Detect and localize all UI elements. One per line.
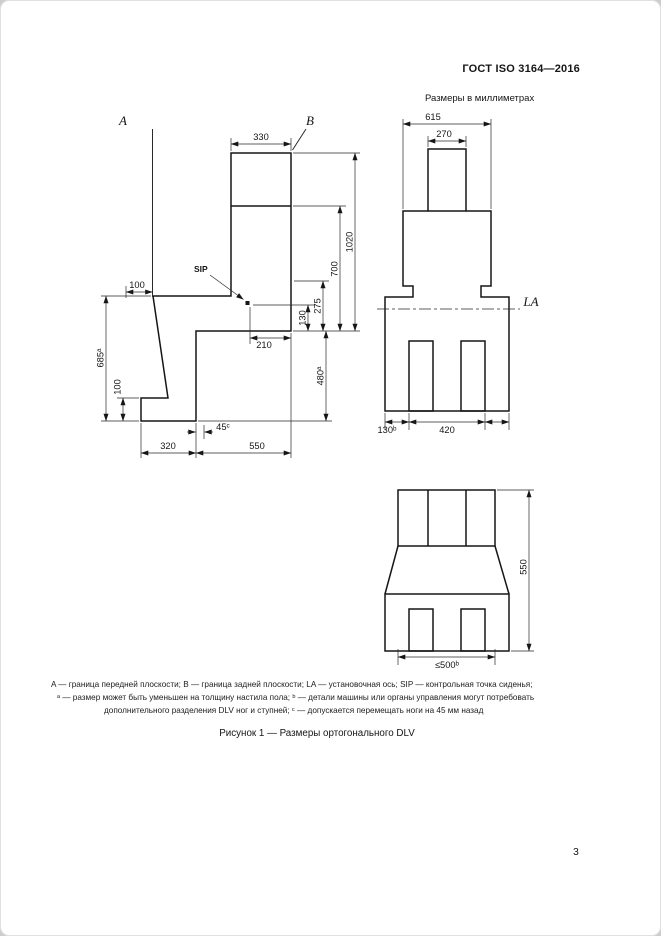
- la-axis-label: LA: [522, 294, 538, 309]
- side-view-outline: [140, 152, 292, 422]
- dim-back-height: 700: [330, 261, 340, 277]
- dim-head-width: 270: [436, 129, 452, 139]
- footnote-line-2: ᵃ — размер может быть уменьшен на толщин…: [57, 693, 535, 702]
- rear-plane-leader: [292, 128, 307, 151]
- front-view: 615 270 LA 130ᵇ 420: [377, 112, 539, 435]
- dim-seat-depth: 550: [249, 441, 265, 451]
- lower-slant-sides: [384, 545, 510, 595]
- dim-side-margin: 130ᵇ: [377, 425, 397, 435]
- sip-label: SIP: [194, 264, 208, 274]
- dim-head-width: 330: [253, 132, 269, 142]
- figure-footnotes: A — граница передней плоскости; B — гран…: [51, 678, 617, 717]
- dim-sip-height: 130: [298, 310, 308, 326]
- page-number: 3: [573, 846, 579, 858]
- figure-caption: Рисунок 1 — Размеры ортогонального DLV: [219, 728, 415, 739]
- dim-shoulder-width: 615: [425, 112, 441, 122]
- dim-legs-span: 420: [439, 425, 455, 435]
- dim-height: 550: [519, 559, 529, 575]
- dim-max-width: ≤500ᵇ: [435, 660, 460, 670]
- dim-foot-height: 100: [113, 379, 123, 395]
- document-header: ГОСТ ISO 3164—2016: [462, 63, 580, 75]
- dim-seat-to-floor: 685ᵃ: [96, 348, 106, 368]
- extension-lines: [397, 489, 534, 665]
- dim-overall-height: 1020: [345, 232, 355, 253]
- dim-sip-to-rear: 210: [256, 340, 272, 350]
- lower-top-box-dividers: [427, 490, 467, 546]
- side-view: A B SIP 330 100 1020 700 275 130 210 685…: [96, 113, 360, 458]
- front-body-outline: [384, 210, 510, 412]
- lower-left-leg: [408, 608, 434, 652]
- dim-275: 275: [313, 298, 323, 314]
- units-note: Размеры в миллиметрах: [425, 93, 535, 104]
- footnote-line-3: дополнительного разделения DLV ног и сту…: [104, 706, 484, 715]
- front-head-outline: [427, 148, 467, 212]
- sip-point: [245, 301, 250, 305]
- footnote-line-1: A — граница передней плоскости; B — гран…: [51, 680, 533, 689]
- dim-foot-length: 320: [160, 441, 176, 451]
- lower-view: 550 ≤500ᵇ: [384, 489, 534, 670]
- rear-plane-label: B: [306, 113, 314, 128]
- lower-bottom-box: [384, 593, 510, 652]
- front-right-leg: [460, 340, 486, 412]
- front-left-leg: [408, 340, 434, 412]
- dim-under-seat-height: 480ᵃ: [316, 366, 326, 386]
- dim-knee-clearance: 100: [129, 280, 145, 290]
- lower-top-box: [397, 489, 496, 547]
- dim-foot-shift: 45ᶜ: [216, 422, 230, 432]
- front-plane-label: A: [118, 113, 127, 128]
- sip-leader: [209, 274, 244, 300]
- lower-right-leg: [460, 608, 486, 652]
